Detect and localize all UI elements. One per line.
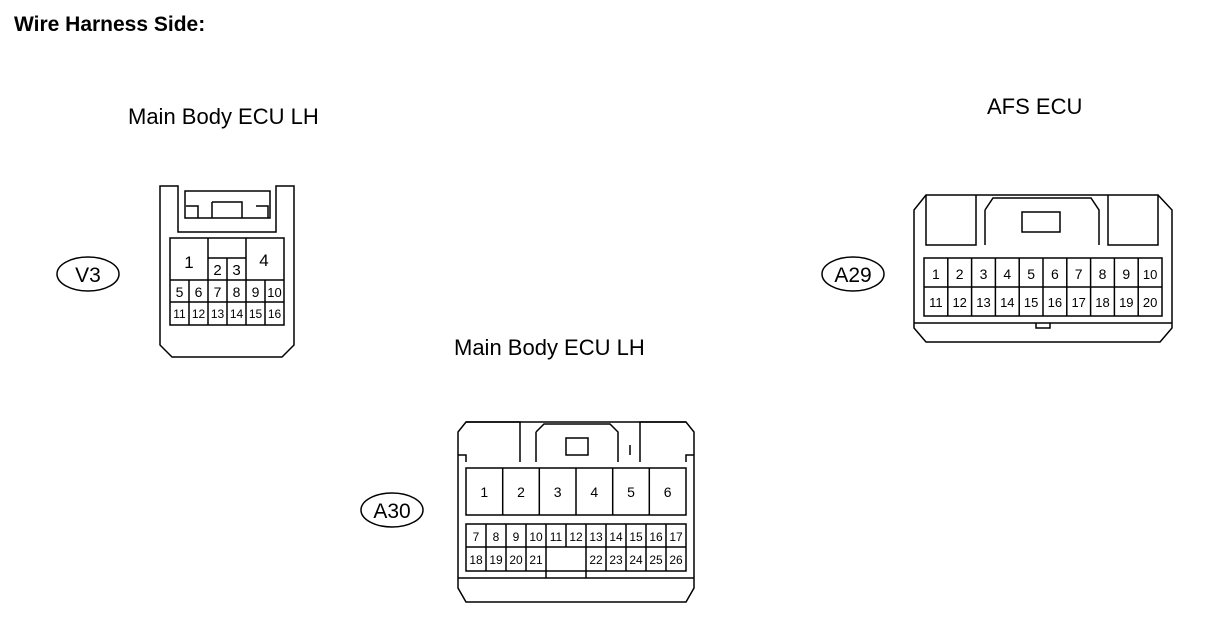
pin-label: 11 xyxy=(929,295,943,310)
pin-label: 9 xyxy=(1122,266,1130,282)
pin-label: 15 xyxy=(629,530,643,544)
connector-name-v3: Main Body ECU LH xyxy=(128,104,319,129)
connector-latch-tab-a29 xyxy=(1021,211,1061,233)
pin-label: 11 xyxy=(173,307,186,321)
page-title: Wire Harness Side: xyxy=(14,13,206,36)
connector-face-a29 xyxy=(923,257,1163,317)
connector-latch-a29 xyxy=(984,197,1100,245)
pin-label: 15 xyxy=(249,307,263,321)
connector-a29: A29 1 2 3 4 5 6 7 8 9 10 11 12 13 14 15 … xyxy=(821,194,1173,343)
connector-v3: V3 1 4 2 3 5 6 7 8 9 10 11 12 13 14 15 1… xyxy=(56,185,295,358)
connector-id-a30: A30 xyxy=(373,500,410,523)
pin-label: 12 xyxy=(952,295,966,310)
connector-housing-a29 xyxy=(913,194,1173,343)
pin-label: 10 xyxy=(1143,267,1157,282)
pin-label: 22 xyxy=(589,553,603,567)
connector-id-v3: V3 xyxy=(75,264,101,287)
connector-housing-a30 xyxy=(457,421,695,603)
pin-label: 18 xyxy=(469,553,483,567)
pin-label: 2 xyxy=(956,266,964,282)
pin-label: 7 xyxy=(1075,266,1083,282)
pin-label: 14 xyxy=(609,530,623,544)
connector-id-badge-v3 xyxy=(56,256,120,292)
pin-label: 4 xyxy=(1003,266,1011,282)
pin-label: 14 xyxy=(1000,295,1014,310)
pin-label: 26 xyxy=(669,553,683,567)
pin-label: 6 xyxy=(664,484,672,500)
connector-name-a30: Main Body ECU LH xyxy=(454,335,645,360)
pin-label: 8 xyxy=(1099,266,1107,282)
pin-label: 19 xyxy=(1119,295,1133,310)
connector-latch-tab-v3 xyxy=(211,201,243,218)
pin-label: 8 xyxy=(233,284,241,300)
pin-label: 7 xyxy=(473,530,480,544)
pin-label: 8 xyxy=(493,530,500,544)
pin-label: 9 xyxy=(252,284,260,300)
connector-latch-a30 xyxy=(535,423,619,462)
connector-housing-v3 xyxy=(159,185,295,358)
pin-label: 14 xyxy=(230,307,244,321)
pin-label: 20 xyxy=(1143,295,1157,310)
pin-label: 7 xyxy=(214,284,222,300)
pin-label: 16 xyxy=(649,530,663,544)
pin-label: 10 xyxy=(267,285,281,300)
pin-label: 9 xyxy=(513,530,520,544)
pin-label: 16 xyxy=(1048,295,1062,310)
connector-id-badge-a30 xyxy=(360,492,424,528)
pin-label: 13 xyxy=(976,295,990,310)
connector-latch-v3 xyxy=(184,190,271,219)
pin-label: 2 xyxy=(213,262,221,279)
pin-label: 12 xyxy=(192,307,206,321)
pin-label: 3 xyxy=(232,262,240,279)
pin-label: 4 xyxy=(590,484,598,500)
pin-label: 23 xyxy=(609,553,623,567)
pin-label: 13 xyxy=(211,307,225,321)
pin-label: 21 xyxy=(529,553,543,567)
pin-label: 6 xyxy=(195,284,203,300)
pin-label: 19 xyxy=(489,553,503,567)
pin-label: 3 xyxy=(980,266,988,282)
connector-name-a29: AFS ECU xyxy=(987,94,1083,119)
pin-label: 2 xyxy=(517,484,525,500)
pin-label: 5 xyxy=(1027,266,1035,282)
pin-label: 1 xyxy=(932,266,940,282)
pin-label: 6 xyxy=(1051,266,1059,282)
pin-label: 5 xyxy=(627,484,635,500)
pin-label: 11 xyxy=(550,530,563,544)
pin-label: 10 xyxy=(529,530,543,544)
connector-id-a29: A29 xyxy=(834,264,871,287)
pin-label: 24 xyxy=(629,553,643,567)
connector-id-badge-a29 xyxy=(821,256,885,292)
pin-label: 13 xyxy=(589,530,603,544)
pin-label: 17 xyxy=(1071,295,1085,310)
pin-label: 17 xyxy=(669,530,683,544)
pin-label: 5 xyxy=(176,284,184,300)
connector-a30: A30 1 2 3 4 5 6 7 8 9 10 11 12 13 14 15 … xyxy=(360,421,695,603)
pin-label: 16 xyxy=(268,307,282,321)
pin-label: 1 xyxy=(480,484,488,500)
pin-label: 20 xyxy=(509,553,523,567)
pin-label: 4 xyxy=(259,251,268,270)
pin-label: 18 xyxy=(1095,295,1109,310)
connector-face-lower-a30 xyxy=(465,523,687,572)
pin-label: 12 xyxy=(569,530,583,544)
pin-label: 1 xyxy=(184,253,193,272)
pin-label: 15 xyxy=(1024,295,1038,310)
pin-label: 3 xyxy=(554,484,562,500)
pin-label: 25 xyxy=(649,553,663,567)
connector-latch-tab-a30 xyxy=(565,437,589,456)
